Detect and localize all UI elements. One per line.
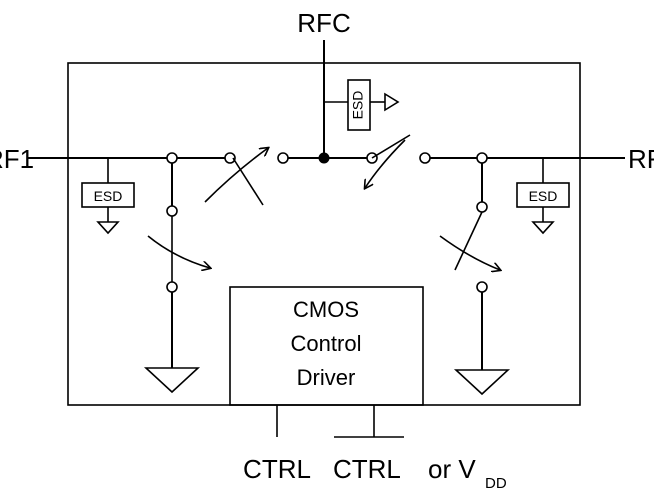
switch-arrow-rf1-shunt	[147, 235, 210, 268]
switch-arm-rf2-series	[371, 134, 411, 159]
esd-block-rfc: ESD	[347, 79, 371, 131]
esd-block-rf2: ESD	[516, 182, 570, 208]
ground-icon-rfc	[384, 92, 400, 112]
ground-icon-rf1-shunt	[143, 367, 201, 394]
ground-icon-rf1-esd	[96, 221, 120, 235]
switch-node	[476, 281, 488, 293]
cmos-label-line1: CMOS	[293, 297, 359, 322]
esd-block-rf1: ESD	[81, 182, 135, 208]
switch-node	[166, 205, 178, 217]
ground-icon-rf2-esd	[531, 221, 555, 235]
cmos-control-driver-block	[229, 286, 424, 406]
switch-arm-rf2-shunt	[454, 211, 483, 271]
esd-label-rf1: ESD	[94, 188, 123, 204]
esd-label-rfc: ESD	[350, 91, 366, 120]
cmos-label-line2: Control	[291, 331, 362, 356]
switch-node	[476, 201, 488, 213]
switch-arrow-rf2-shunt	[439, 235, 500, 270]
ctrl-bar-label: CTRL	[333, 454, 401, 484]
switch-node	[166, 281, 178, 293]
ctrl-label: CTRL	[243, 454, 311, 484]
switch-arrow-rf1-series	[204, 148, 268, 203]
cmos-label-line3: Driver	[297, 365, 356, 390]
rfc-label: RFC	[297, 8, 350, 38]
switch-node	[476, 152, 488, 164]
ground-icon-rf2-shunt	[453, 369, 511, 396]
switch-node	[166, 152, 178, 164]
rf2-label: RF2	[628, 144, 654, 174]
switch-arrow-rf2-series	[365, 139, 406, 188]
or-vdd-label: or V	[428, 454, 476, 484]
switch-node	[277, 152, 289, 164]
switch-node	[224, 152, 236, 164]
switch-arm-rf1-series	[232, 157, 264, 206]
esd-label-rf2: ESD	[529, 188, 558, 204]
switch-node	[419, 152, 431, 164]
vdd-subscript: DD	[485, 475, 507, 492]
